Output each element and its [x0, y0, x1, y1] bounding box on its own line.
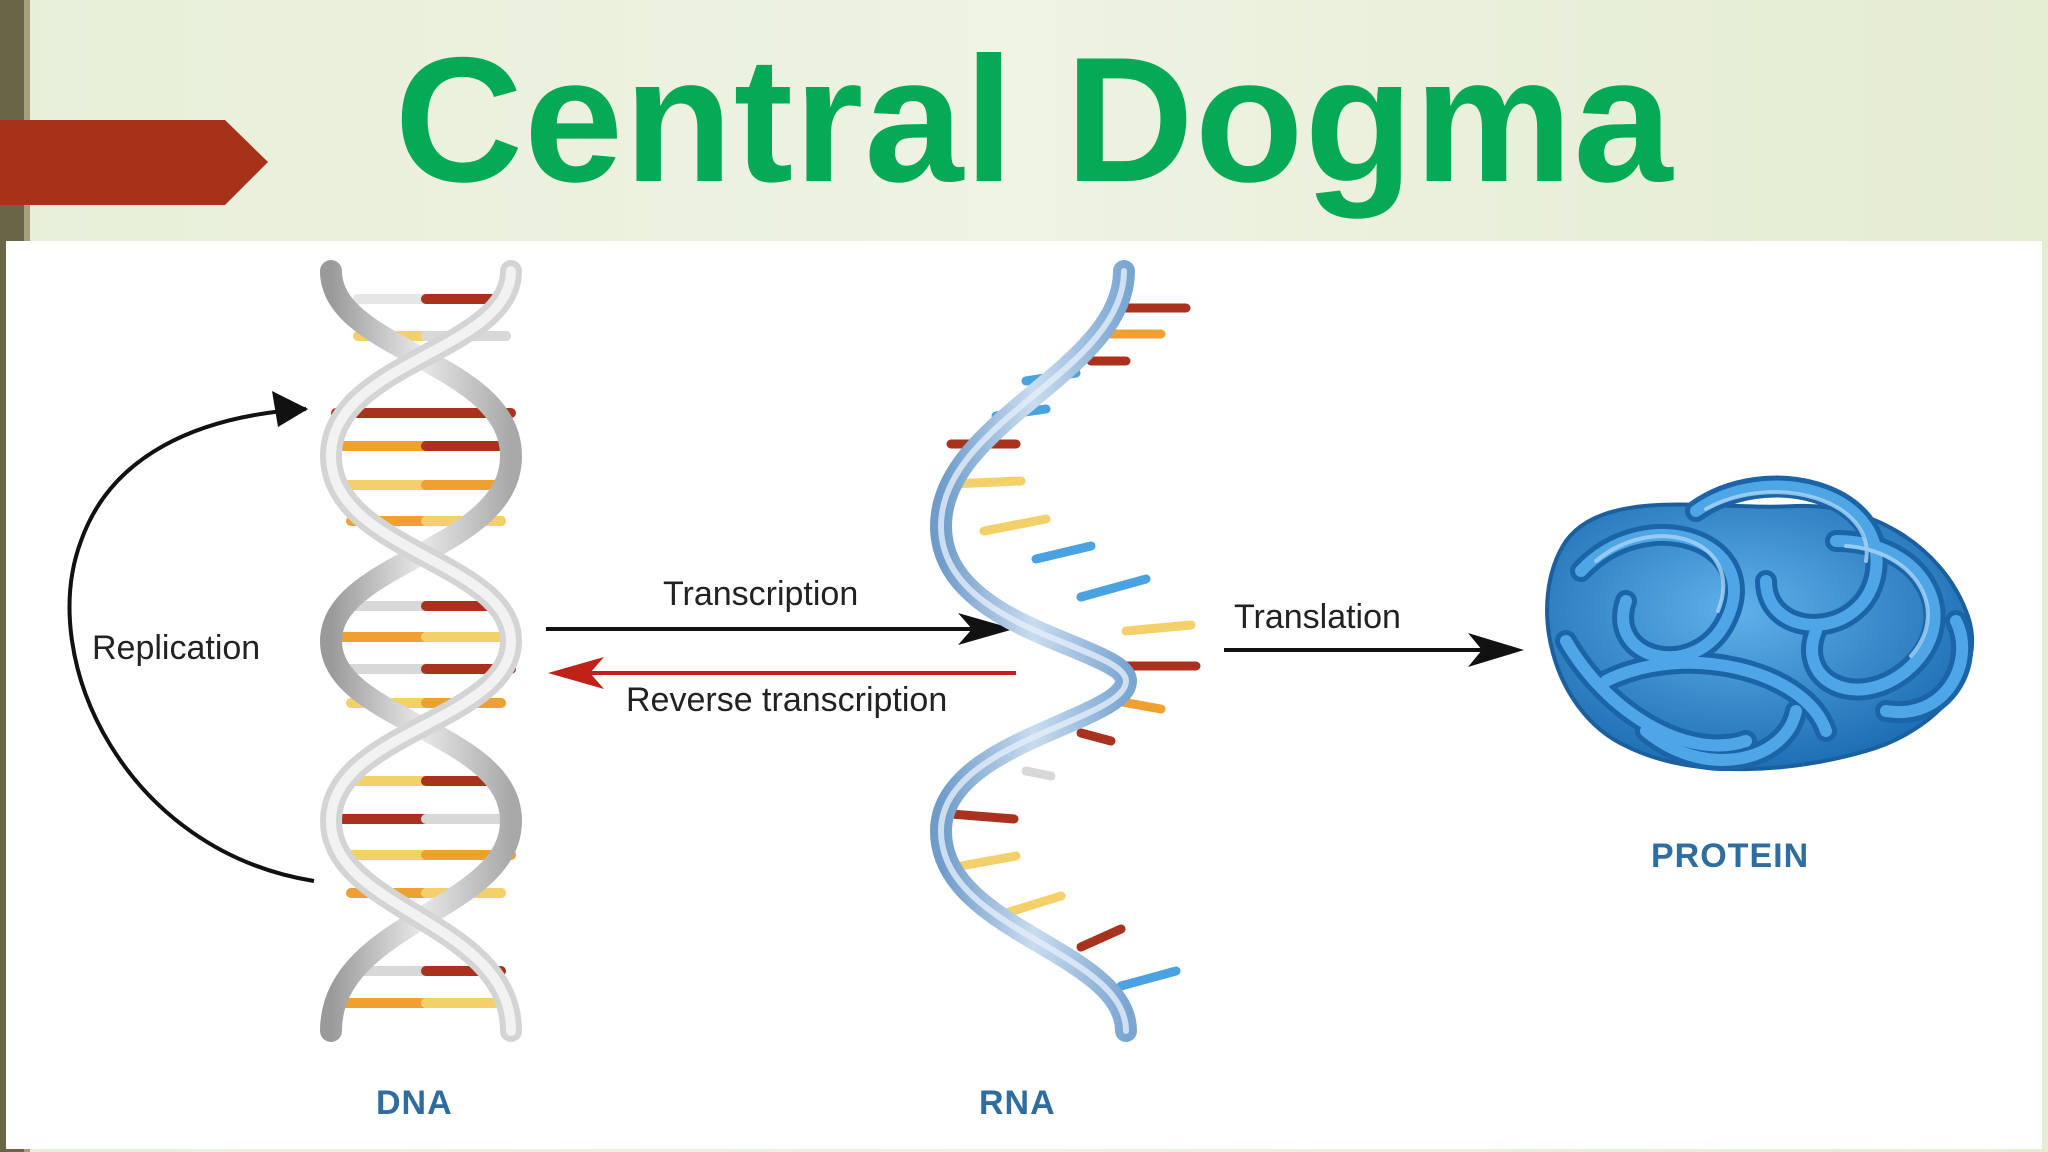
dna-label: DNA	[376, 1084, 453, 1122]
title-arrow-tab	[0, 120, 268, 205]
rna-strand	[929, 260, 1201, 1042]
page-title: Central Dogma	[394, 20, 1674, 219]
dna-helix	[319, 260, 523, 1042]
reverse-transcription-arrowhead	[548, 657, 604, 689]
translation-arrowhead	[1468, 633, 1524, 667]
rna-label: RNA	[979, 1084, 1056, 1122]
central-dogma-diagram	[67, 260, 1974, 1042]
transcription-arrowhead	[958, 613, 1014, 645]
replication-arrow	[67, 404, 315, 883]
diagram-panel: Replication Transcription Reverse transc…	[6, 241, 2042, 1149]
translation-label: Translation	[1234, 598, 1401, 636]
reverse-transcription-label: Reverse transcription	[626, 681, 948, 719]
transcription-label: Transcription	[663, 575, 859, 613]
dna-strand-a	[319, 260, 523, 1042]
replication-label: Replication	[92, 629, 261, 667]
protein-structure	[1545, 475, 1974, 772]
protein-label: PROTEIN	[1651, 837, 1810, 875]
